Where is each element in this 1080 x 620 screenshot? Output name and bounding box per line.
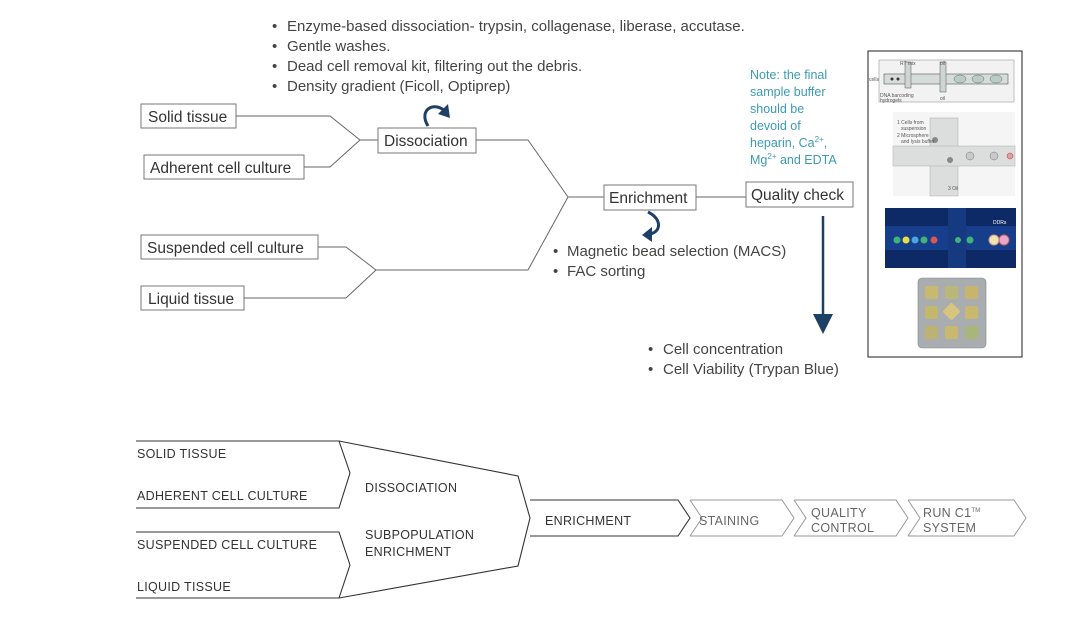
dissociation-box — [377, 127, 477, 154]
qc-bullet: Cell Viability (Trypan Blue) — [663, 361, 839, 378]
solid-tissue-box — [140, 103, 237, 129]
note-line: should be — [750, 102, 804, 116]
dissociation-bullet: Gentle washes. — [287, 38, 390, 55]
qc-bullet: Cell concentration — [663, 341, 783, 358]
dissociation-bullets: • Enzyme-based dissociation- trypsin, co… — [272, 18, 745, 95]
liquid-tissue-label: Liquid tissue — [148, 291, 234, 308]
svg-text:3 Oil: 3 Oil — [948, 186, 958, 192]
bottom-dissociation: DISSOCIATION — [365, 481, 457, 495]
dissociation-label: Dissociation — [384, 133, 468, 150]
bottom-subpop-line2: ENRICHMENT — [365, 545, 451, 559]
bottom-subpop-line1: SUBPOPULATION — [365, 528, 474, 542]
bottom-suspended-culture: SUSPENDED CELL CULTURE — [137, 538, 317, 552]
bottom-liquid-tissue: LIQUID TISSUE — [137, 580, 231, 594]
quality-check-box — [745, 181, 854, 208]
svg-text:1 Cells from: 1 Cells from — [897, 120, 924, 126]
bottom-grey-chevrons — [689, 499, 1027, 537]
bullet-dot: • — [272, 18, 277, 35]
dissociation-arrow-head-icon — [438, 104, 450, 118]
enrichment-bullet: FAC sorting — [567, 263, 645, 280]
bullet-dot: • — [648, 361, 653, 378]
bullet-dot: • — [648, 341, 653, 358]
dissociation-bullet: Dead cell removal kit, filtering out the… — [287, 58, 582, 75]
note-line: heparin, Ca2+, — [750, 135, 827, 150]
bottom-solid-tissue: SOLID TISSUE — [137, 447, 227, 461]
chip-grid-image — [917, 277, 987, 349]
bottom-enrichment: ENRICHMENT — [545, 514, 631, 528]
cross-junction-image: 1 Cells from suspension 2 Microsphere an… — [892, 112, 1016, 197]
bullet-dot: • — [272, 58, 277, 75]
bottom-run-line2: SYSTEM — [923, 521, 976, 535]
solid-tissue-label: Solid tissue — [148, 109, 227, 126]
svg-text:oil: oil — [940, 61, 945, 67]
enrichment-label: Enrichment — [609, 190, 688, 207]
bullet-dot: • — [553, 243, 558, 260]
bullet-dot: • — [272, 78, 277, 95]
dissociation-bullet: Enzyme-based dissociation- trypsin, coll… — [287, 18, 745, 35]
enrichment-bullet: Magnetic bead selection (MACS) — [567, 243, 786, 260]
connectors-lower-inputs — [244, 139, 604, 299]
dissociation-bullet: Density gradient (Ficoll, Optiprep) — [287, 78, 510, 95]
quality-check-label: Quality check — [751, 187, 844, 204]
svg-text:cells: cells — [869, 77, 880, 83]
svg-text:hydrogels: hydrogels — [880, 98, 902, 104]
bullet-dot: • — [272, 38, 277, 55]
svg-text:suspension: suspension — [901, 126, 927, 132]
note-line: Mg2+ and EDTA — [750, 152, 837, 167]
suspended-culture-box — [140, 234, 319, 260]
bottom-qc-line1: QUALITY — [811, 506, 867, 520]
connectors-to-dissociation — [236, 115, 378, 168]
note-line: Note: the final — [750, 68, 827, 82]
buffer-note: Note: the final sample buffer should be … — [750, 68, 837, 167]
svg-text:DNA barcoding: DNA barcoding — [880, 93, 914, 99]
enrichment-arrow-head-icon — [642, 227, 652, 242]
adherent-culture-label: Adherent cell culture — [150, 160, 291, 177]
bottom-qc-line2: CONTROL — [811, 521, 874, 535]
svg-text:DDRs: DDRs — [993, 220, 1007, 226]
svg-text:RT mix: RT mix — [900, 61, 916, 67]
svg-text:2 Microsphere: 2 Microsphere — [897, 133, 929, 139]
bottom-staining: STAINING — [699, 514, 760, 528]
bottom-flow-lines — [136, 440, 691, 599]
note-line: devoid of — [750, 119, 801, 133]
suspended-culture-label: Suspended cell culture — [147, 240, 304, 257]
adherent-culture-box — [143, 154, 305, 180]
bottom-adherent-culture: ADHERENT CELL CULTURE — [137, 489, 308, 503]
svg-text:oil: oil — [940, 96, 945, 102]
bottom-run-line1: RUN C1TM — [923, 506, 981, 520]
svg-text:and lysis buffer: and lysis buffer — [901, 139, 935, 145]
bullet-dot: • — [553, 263, 558, 280]
enrichment-box — [603, 184, 697, 211]
droplet-fluorescence-image: DDRs — [885, 208, 1016, 268]
droplet-chip-image: RT mix oil cells oil DNA barcoding hydro… — [869, 59, 1015, 104]
note-line: sample buffer — [750, 85, 826, 99]
